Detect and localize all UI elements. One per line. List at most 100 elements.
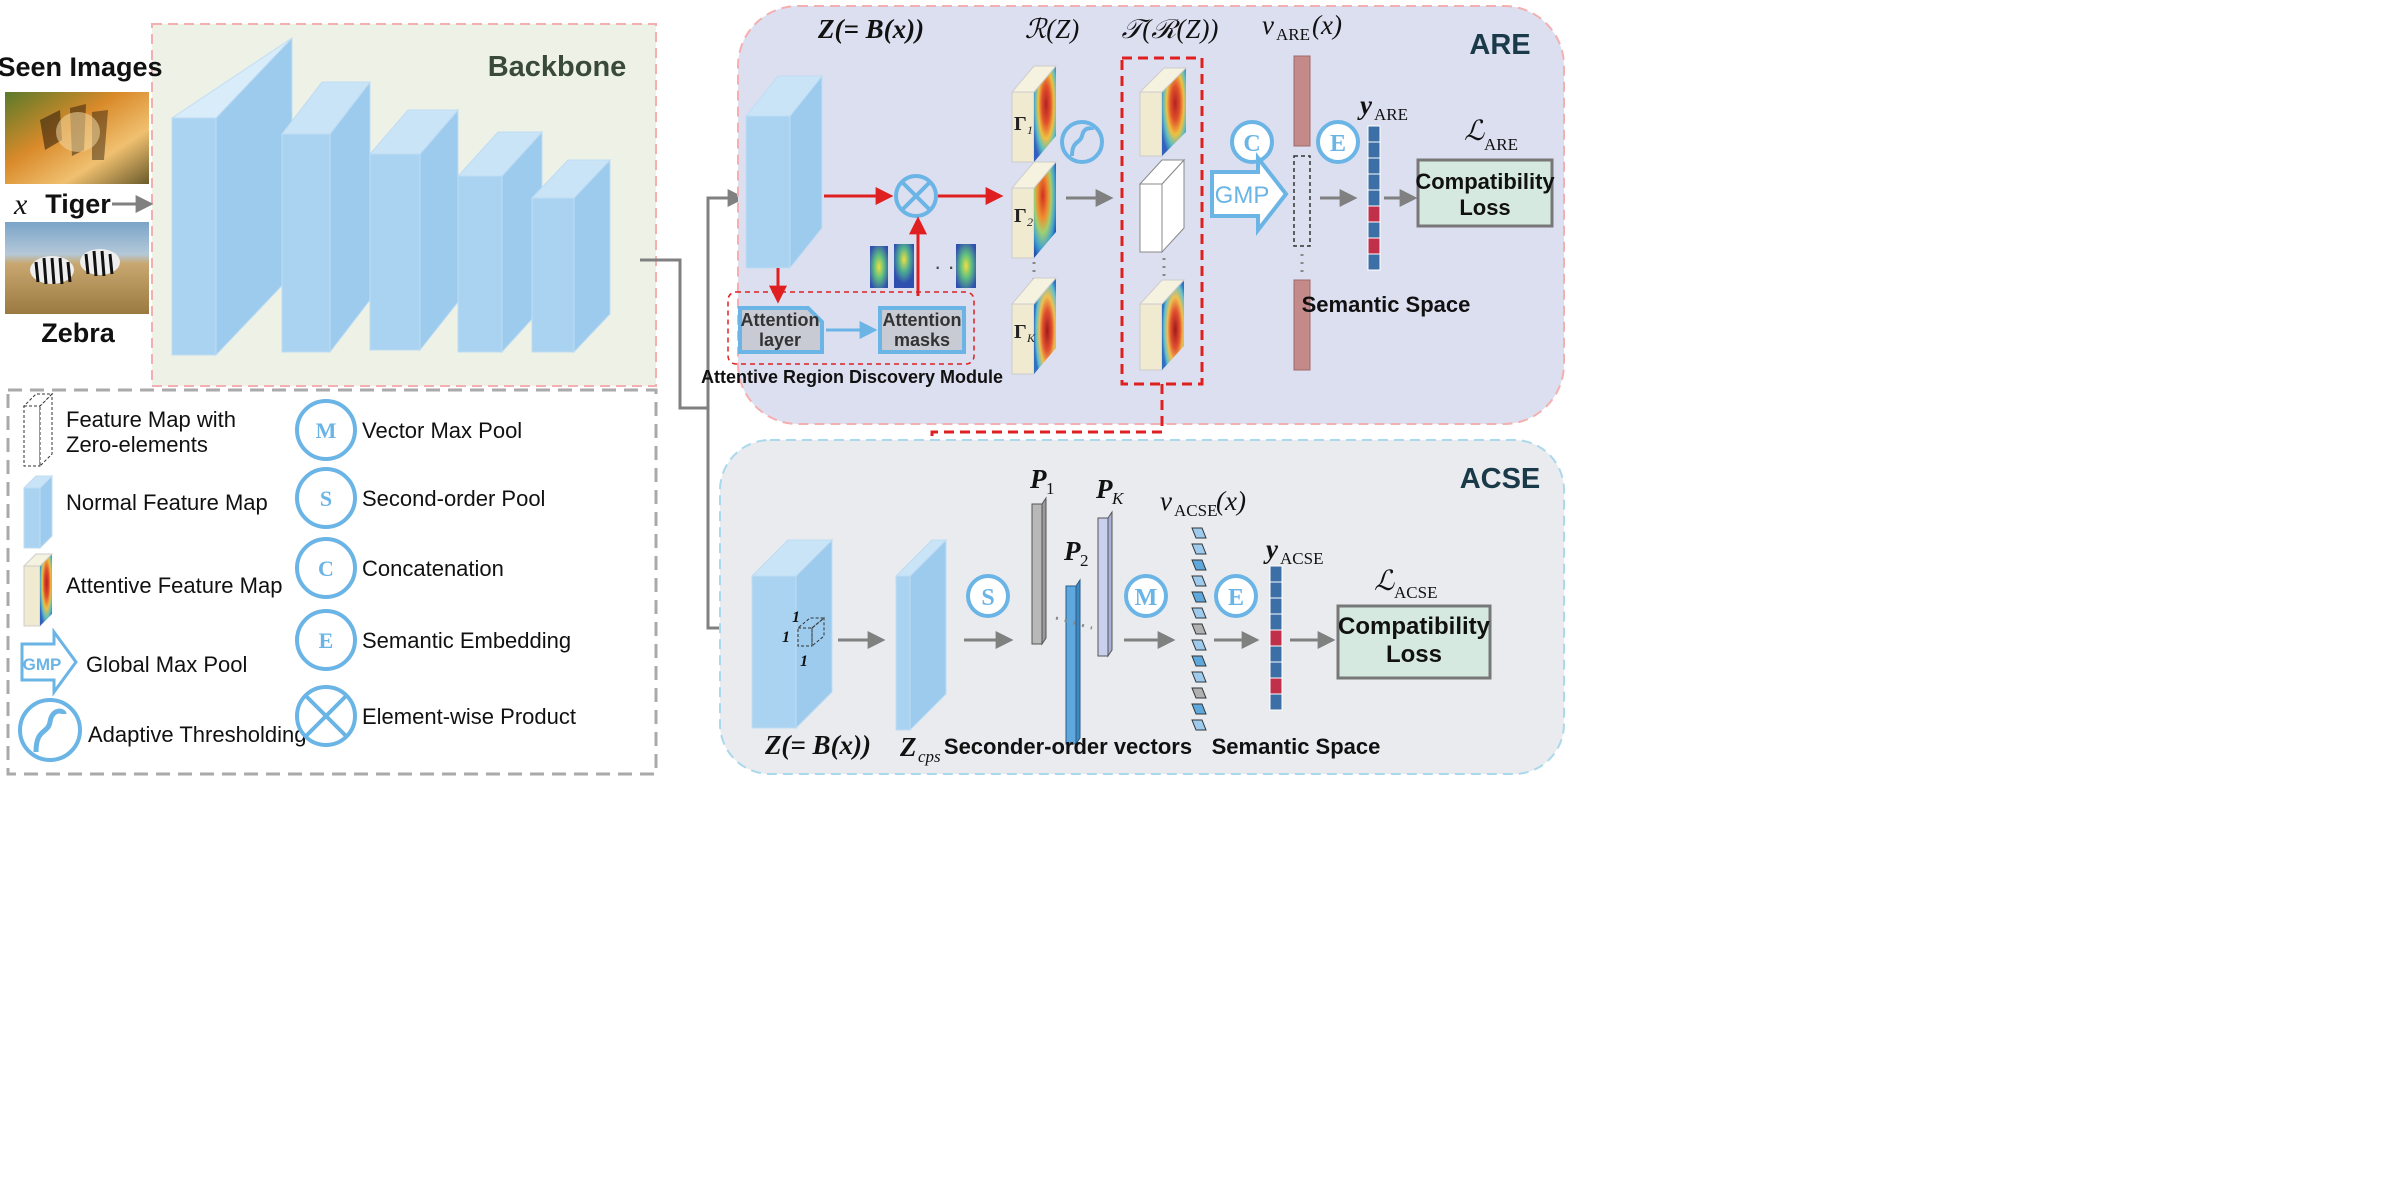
backbone-to-are-arrow <box>640 189 746 410</box>
svg-text:Γ: Γ <box>1014 321 1027 343</box>
are-z-label: Z(= B(x)) <box>817 14 924 44</box>
legend-normal-map-icon <box>22 474 54 550</box>
are-v-bar-zero <box>1293 155 1311 247</box>
legend-e-icon: E <box>295 609 357 671</box>
tiger-label: Tiger <box>45 189 111 219</box>
acse-v-vector <box>1191 527 1207 731</box>
legend-zero-map-label-1: Feature Map with <box>66 407 236 432</box>
svg-text:P: P <box>1029 464 1047 494</box>
svg-text:Γ: Γ <box>1014 113 1027 135</box>
svg-text:ARE: ARE <box>1484 135 1518 154</box>
zcps-feature-map <box>894 538 948 732</box>
svg-text:(x): (x) <box>1216 486 1246 516</box>
are-y-label: y ARE <box>1357 90 1408 124</box>
svg-text:y: y <box>1263 534 1279 564</box>
svg-text:Compatibility: Compatibility <box>1338 613 1491 640</box>
t-attentive-map-k <box>1138 279 1186 371</box>
svg-text:ARE: ARE <box>1374 105 1408 124</box>
legend-s-label: Second-order Pool <box>362 486 545 511</box>
legend-product-icon <box>295 685 357 747</box>
zebra-image <box>5 222 149 314</box>
backbone-title: Backbone <box>488 51 627 83</box>
svg-text:(x): (x) <box>1312 10 1342 40</box>
svg-text:E: E <box>319 628 334 653</box>
mask-image-k <box>956 244 976 288</box>
t-zero-map <box>1138 158 1186 254</box>
legend-m-label: Vector Max Pool <box>362 418 522 443</box>
are-v-bar-bottom <box>1293 279 1311 371</box>
are-compatibility-loss-box: Compatibility Loss <box>1415 158 1555 228</box>
svg-text:ARE: ARE <box>1276 25 1310 44</box>
svg-text:Loss: Loss <box>1386 641 1442 668</box>
legend-normal-map-label: Normal Feature Map <box>66 490 268 515</box>
are-z-feature-map <box>744 74 824 270</box>
thresholded-maps-box <box>1120 56 1204 386</box>
legend-e-label: Semantic Embedding <box>362 628 571 653</box>
tiger-image <box>5 92 149 184</box>
svg-text:2: 2 <box>1080 551 1089 570</box>
svg-text:M: M <box>316 418 337 443</box>
are-loss-symbol: ℒ ARE <box>1464 116 1518 154</box>
attentive-region-module-label: Attentive Region Discovery Module <box>701 367 1003 387</box>
p1-vector <box>1031 496 1047 646</box>
are-v-label: v ARE (x) <box>1262 10 1342 44</box>
svg-text:cps: cps <box>918 747 941 766</box>
svg-text:v: v <box>1262 10 1274 40</box>
legend-s-icon: S <box>295 467 357 529</box>
legend-product-label: Element-wise Product <box>362 704 576 729</box>
acse-z-label: Z(= B(x)) <box>764 730 871 760</box>
svg-text:P: P <box>1063 536 1081 566</box>
svg-text:ACSE: ACSE <box>1280 549 1323 568</box>
svg-text:Compatibility: Compatibility <box>1415 169 1555 194</box>
svg-text:1: 1 <box>1046 479 1055 498</box>
acse-compatibility-loss-box: Compatibility Loss <box>1336 604 1492 680</box>
zcps-label: Z cps <box>899 732 941 766</box>
are-r-label: ℛ(Z) <box>1025 14 1080 44</box>
mask-image-2 <box>894 244 914 288</box>
t-attentive-map-1 <box>1138 67 1188 157</box>
mask-image-1 <box>870 246 888 288</box>
acse-semantic-vector <box>1269 565 1283 711</box>
svg-text:M: M <box>1135 585 1158 611</box>
svg-text:1: 1 <box>1027 123 1033 137</box>
legend-attentive-map-icon <box>22 553 54 627</box>
are-concatenation-icon: C <box>1230 120 1274 164</box>
svg-text:Attention: Attention <box>741 310 820 330</box>
legend-gmp-icon: GMP <box>20 627 78 697</box>
zebra-label: Zebra <box>41 318 116 348</box>
backbone-layer-3 <box>368 108 460 352</box>
svg-text:v: v <box>1160 486 1172 516</box>
pk-label: P K <box>1095 474 1125 508</box>
second-order-vectors-label: Seconder-order vectors <box>944 734 1192 759</box>
second-order-pool-icon: S <box>966 574 1010 618</box>
svg-text:S: S <box>320 486 332 511</box>
svg-text:2: 2 <box>1027 215 1033 229</box>
are-semantic-space-label: Semantic Space <box>1302 292 1471 317</box>
svg-text:ACSE: ACSE <box>1394 583 1437 602</box>
svg-text:S: S <box>981 585 994 611</box>
acse-semantic-space-label: Semantic Space <box>1212 734 1381 759</box>
backbone-layer-5 <box>530 158 612 354</box>
svg-text:Loss: Loss <box>1459 195 1510 220</box>
svg-text:1: 1 <box>800 653 808 670</box>
acse-title: ACSE <box>1460 463 1541 495</box>
svg-text:ℒ: ℒ <box>1464 116 1485 147</box>
acse-local-cube: 1 1 1 <box>782 609 826 670</box>
svg-text:E: E <box>1330 131 1346 157</box>
adaptive-thresholding-icon <box>1060 120 1104 164</box>
seen-images-title: Seen Images <box>0 52 163 82</box>
svg-text:masks: masks <box>894 330 950 350</box>
svg-text:GMP: GMP <box>1215 182 1270 209</box>
legend-gmp-label: Global Max Pool <box>86 652 247 677</box>
are-t-label: 𝒯(ℛ(Z)) <box>1122 14 1219 44</box>
svg-text:1: 1 <box>792 609 800 626</box>
p-vector-ellipsis <box>1055 616 1093 630</box>
element-wise-product-icon <box>894 174 938 218</box>
svg-text:Z: Z <box>899 732 917 762</box>
p2-vector <box>1065 578 1081 746</box>
attention-masks-box: Attention masks <box>878 306 966 354</box>
acse-y-label: y ACSE <box>1263 534 1323 568</box>
svg-text:K: K <box>1026 331 1036 345</box>
gmp-arrow: GMP <box>1210 152 1289 236</box>
svg-text:C: C <box>318 556 334 581</box>
